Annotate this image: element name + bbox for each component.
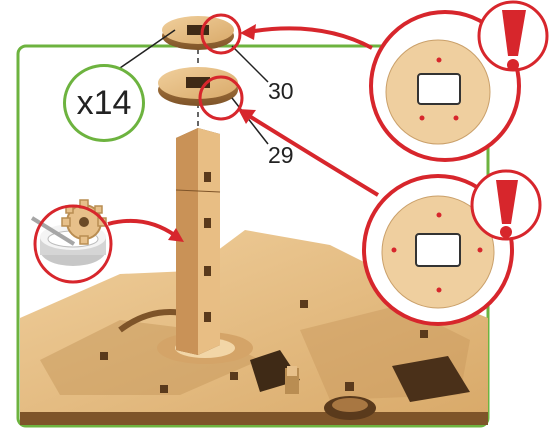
exclamation-icon	[472, 171, 540, 239]
quantity-text: x14	[77, 84, 132, 123]
glue-arrow	[108, 221, 184, 242]
disc-part-30	[162, 16, 234, 50]
callout-arrow-bottom	[238, 109, 378, 195]
leader-line-30	[232, 46, 268, 82]
leader-line-badge	[120, 30, 175, 68]
leader-line-29	[232, 98, 268, 144]
exclamation-icon	[479, 2, 547, 71]
part-number-30: 30	[268, 78, 294, 105]
glue-application	[32, 200, 111, 282]
callout-arrow-top	[240, 24, 372, 48]
part-number-29: 29	[268, 142, 294, 169]
quantity-badge: x14	[63, 64, 145, 142]
disc-part-29	[158, 67, 238, 106]
